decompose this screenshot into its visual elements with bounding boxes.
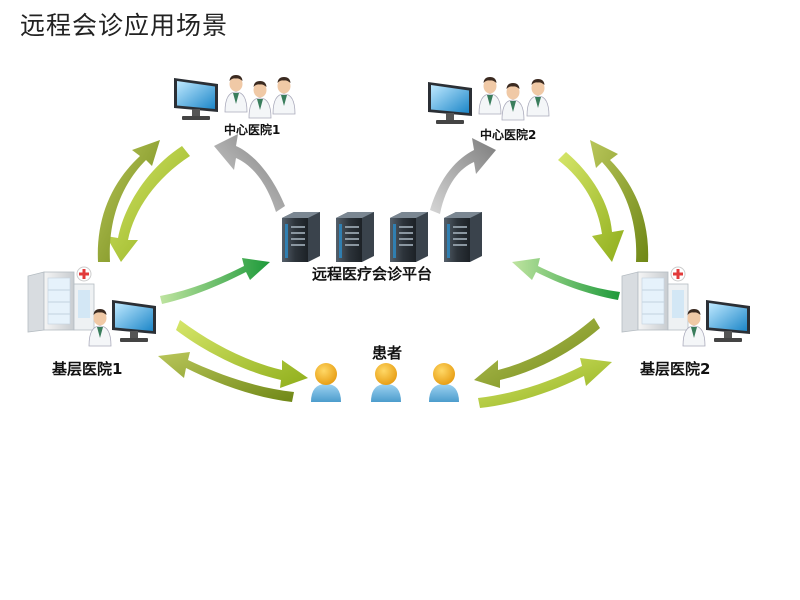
- server-icon: [444, 212, 482, 262]
- center-hospital-2-group: [428, 76, 550, 124]
- doctor-icon: [248, 80, 272, 119]
- hospital-building-icon: [27, 266, 95, 333]
- arrow-base1-to-center1: [97, 140, 160, 262]
- doctor-icon: [526, 78, 550, 117]
- doctor-icon: [224, 74, 248, 113]
- patient-icon: [429, 363, 459, 402]
- center-hospital-1-group: [174, 74, 296, 120]
- server-icon: [336, 212, 374, 262]
- base-hospital-2-label: 基层医院2: [640, 360, 711, 378]
- monitor-icon: [428, 82, 472, 124]
- arrow-base2-to-patients: [474, 318, 600, 388]
- server-icon: [282, 212, 320, 262]
- arrow-platform-to-center2: [430, 138, 496, 214]
- server-icon: [390, 212, 428, 262]
- monitor-icon: [174, 78, 218, 120]
- arrow-base1-to-platform: [160, 258, 270, 304]
- arrow-patients-to-base2: [478, 358, 612, 408]
- arrow-base2-to-center2: [590, 140, 649, 262]
- platform-label: 远程医疗会诊平台: [312, 265, 433, 283]
- page-title: 远程会诊应用场景: [20, 11, 229, 40]
- base-hospital-1-group: [27, 266, 156, 347]
- center-hospital-1-label: 中心医院1: [224, 123, 281, 137]
- arrow-base2-to-platform: [512, 258, 620, 300]
- arrow-base1-to-patients: [176, 320, 308, 388]
- arrow-platform-to-center1: [214, 134, 285, 212]
- patient-icon: [311, 363, 341, 402]
- patient-icon: [371, 363, 401, 402]
- arrow-patients-to-base1: [158, 352, 294, 402]
- base-hospital-2-group: [621, 266, 750, 347]
- doctor-icon: [478, 76, 502, 115]
- platform-servers-group: [282, 212, 482, 262]
- center-hospital-2-label: 中心医院2: [480, 128, 537, 142]
- monitor-icon: [112, 300, 156, 342]
- patients-group: [311, 363, 459, 402]
- arrow-center2-to-base2: [558, 152, 624, 262]
- hospital-building-icon: [621, 266, 689, 333]
- arrow-center1-to-base1: [106, 146, 190, 262]
- monitor-icon: [706, 300, 750, 342]
- doctor-icon: [501, 82, 525, 121]
- base-hospital-1-label: 基层医院1: [52, 360, 123, 378]
- patients-label: 患者: [372, 344, 403, 362]
- doctor-icon: [272, 76, 296, 115]
